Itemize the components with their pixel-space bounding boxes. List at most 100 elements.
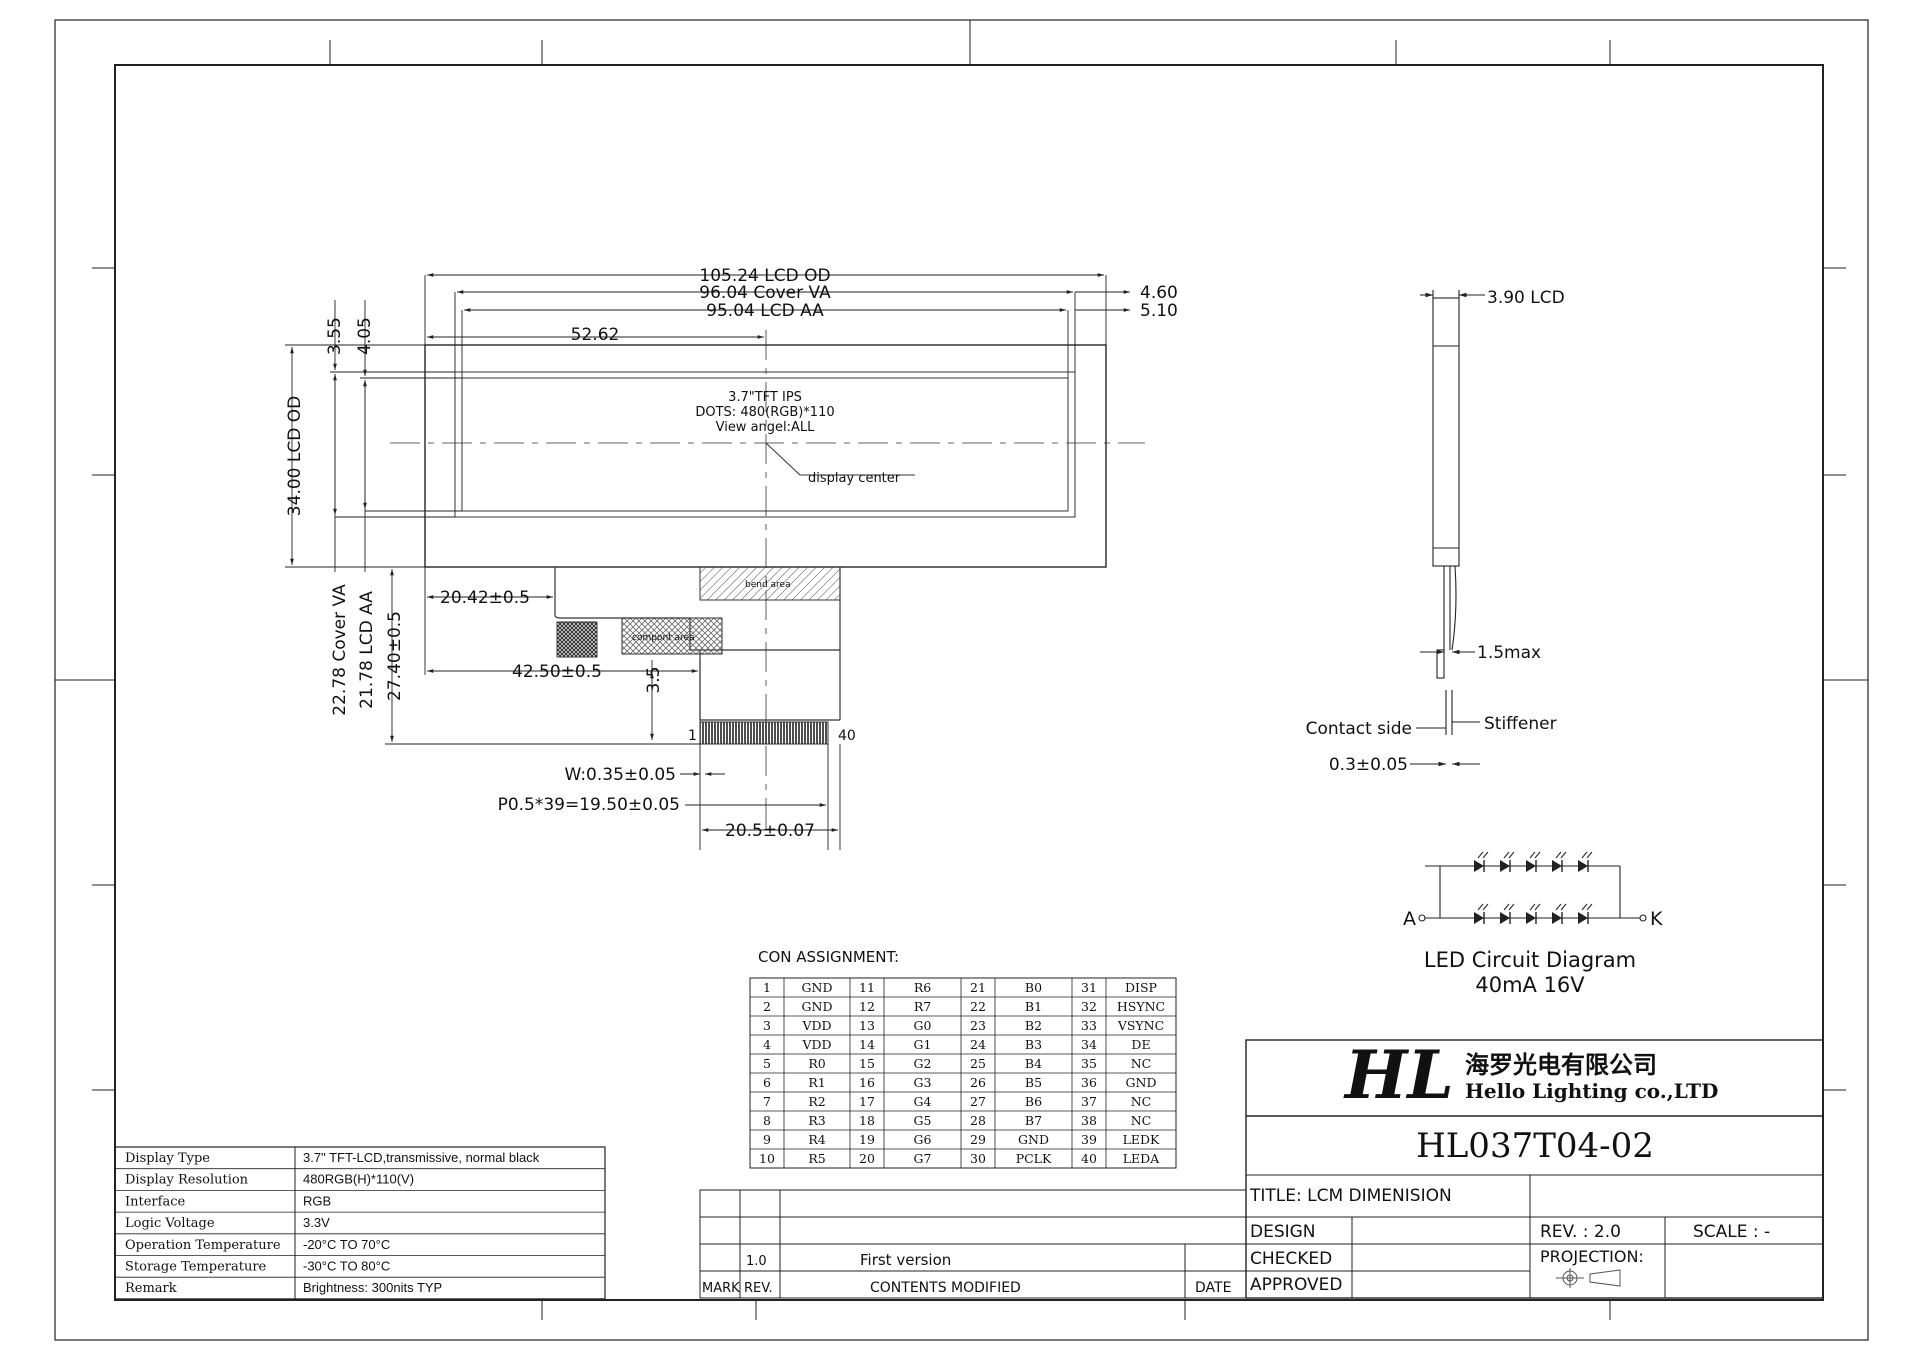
con-table-cell: DISP [1125, 980, 1157, 995]
con-table-cell: 40 [1081, 1151, 1097, 1166]
led-diode [1526, 903, 1541, 924]
con-table-cell: GND [1018, 1132, 1049, 1147]
dim-right-offset-2: 5.10 [1140, 301, 1178, 321]
side-lcd-thickness: 3.90 LCD [1487, 288, 1565, 308]
con-table-cell: HSYNC [1117, 999, 1165, 1014]
dim-fpc-gap: 3.5 [644, 666, 664, 693]
led-circuit-title: LED Circuit Diagram [1424, 948, 1636, 972]
led-diode [1474, 851, 1489, 872]
con-table-cell: G6 [914, 1132, 932, 1147]
front-view [390, 330, 1145, 830]
led-labels: A K LED Circuit Diagram 40mA 16V [1403, 908, 1663, 997]
contact-side-label: Contact side [1306, 719, 1412, 739]
con-table-cell: 9 [763, 1132, 771, 1147]
dim-right-offset-1: 4.60 [1140, 283, 1178, 303]
projection-symbol [1556, 1268, 1621, 1288]
dim-fpc-width: 20.5±0.07 [725, 821, 815, 841]
con-table-cell: G3 [914, 1075, 932, 1090]
con-table-cell: G7 [914, 1151, 932, 1166]
led-diode [1552, 851, 1567, 872]
con-table-cell: GND [802, 999, 833, 1014]
stiffener-thickness: 0.3±0.05 [1329, 755, 1408, 775]
dim-half-width: 52.62 [571, 325, 620, 345]
bend-area-label: bend area [745, 580, 791, 590]
con-table-cell: B7 [1025, 1113, 1042, 1128]
approved-label: APPROVED [1250, 1275, 1343, 1295]
con-table-cell: 23 [970, 1018, 986, 1033]
con-table-cell: 27 [970, 1094, 986, 1109]
led-diode [1552, 903, 1567, 924]
rev-number: 1.0 [746, 1254, 767, 1269]
led-circuit [1418, 865, 1647, 922]
spec-value: 3.3V [303, 1215, 330, 1230]
con-table-cell: 2 [763, 999, 771, 1014]
con-table-cell: DE [1131, 1037, 1150, 1052]
con-table-cell: R7 [914, 999, 931, 1014]
con-table-cell: 37 [1081, 1094, 1097, 1109]
led-diode [1578, 851, 1593, 872]
con-table-cell: 19 [859, 1132, 875, 1147]
led-diode [1500, 851, 1515, 872]
dim-lcd-aa-width: 95.04 LCD AA [706, 301, 824, 321]
con-table-cell: B4 [1025, 1056, 1042, 1071]
con-table-cell: B1 [1025, 999, 1042, 1014]
fpc-pins [699, 721, 829, 745]
con-table-cell: 4 [763, 1037, 771, 1052]
component-block [556, 621, 598, 658]
con-table-cell: 1 [763, 980, 771, 995]
con-table-cell: NC [1131, 1056, 1152, 1071]
con-table-cell: G1 [914, 1037, 932, 1052]
led-cathode-label: K [1650, 908, 1663, 930]
side-view [1410, 290, 1485, 767]
con-table-cell: 16 [859, 1075, 875, 1090]
dim-pitch: P0.5*39=19.50±0.05 [498, 795, 680, 815]
spec-value: 480RGB(H)*110(V) [303, 1172, 414, 1187]
side-labels: 3.90 LCD 1.5max Contact side Stiffener 0… [1306, 288, 1565, 775]
con-table-cell: 29 [970, 1132, 986, 1147]
panel-type-label: 3.7"TFT IPS [728, 390, 802, 405]
con-table-cell: 38 [1081, 1113, 1097, 1128]
con-table-cell: NC [1131, 1094, 1152, 1109]
dim-fpc-left: 20.42±0.5 [440, 588, 530, 608]
led-circuit-spec: 40mA 16V [1475, 973, 1585, 997]
con-table-cell: 35 [1081, 1056, 1097, 1071]
col-contents: CONTENTS MODIFIED [870, 1280, 1021, 1296]
revision-table [699, 1189, 1247, 1299]
component-area-label: compont area [632, 633, 695, 643]
rev-content: First version [860, 1251, 951, 1269]
design-label: DESIGN [1250, 1222, 1316, 1242]
con-table-cell: B3 [1025, 1037, 1042, 1052]
con-table-cell: 6 [763, 1075, 771, 1090]
con-table-cell: 26 [970, 1075, 986, 1090]
con-table-cell: G4 [914, 1094, 932, 1109]
company-name-en: Hello Lighting co.,LTD [1465, 1079, 1718, 1103]
display-center-label: display center [808, 471, 901, 486]
con-table-cell: B2 [1025, 1018, 1042, 1033]
con-table-cell: R5 [808, 1151, 825, 1166]
led-anode-label: A [1403, 908, 1416, 930]
title-labels: HL 海罗光电有限公司 Hello Lighting co.,LTD HL037… [1249, 1036, 1770, 1295]
stiffener-label: Stiffener [1484, 714, 1557, 734]
fpc-tail [554, 567, 841, 721]
spec-label: Display Resolution [125, 1173, 249, 1188]
con-table-cell: 15 [859, 1056, 875, 1071]
checked-label: CHECKED [1250, 1249, 1332, 1269]
con-table-cell: 21 [970, 980, 986, 995]
led-diodes [1474, 851, 1593, 924]
col-rev: REV. [744, 1281, 773, 1296]
con-table-cell: 5 [763, 1056, 771, 1071]
con-table-cell: 30 [970, 1151, 986, 1166]
con-assignment-title: CON ASSIGNMENT: [758, 948, 899, 966]
spec-value: 3.7" TFT-LCD,transmissive, normal black [303, 1150, 540, 1165]
revision-label: REV. : 2.0 [1540, 1222, 1621, 1242]
company-logo: HL [1343, 1036, 1454, 1114]
con-table-cell: 31 [1081, 980, 1097, 995]
cover-va [454, 371, 1076, 518]
sheet-frame [54, 19, 1869, 1341]
spec-label: Operation Temperature [125, 1238, 281, 1253]
con-table-cell: GND [802, 980, 833, 995]
col-mark: MARK [702, 1281, 740, 1296]
spec-value: Brightness: 300nits TYP [303, 1280, 442, 1295]
led-diode [1474, 903, 1489, 924]
